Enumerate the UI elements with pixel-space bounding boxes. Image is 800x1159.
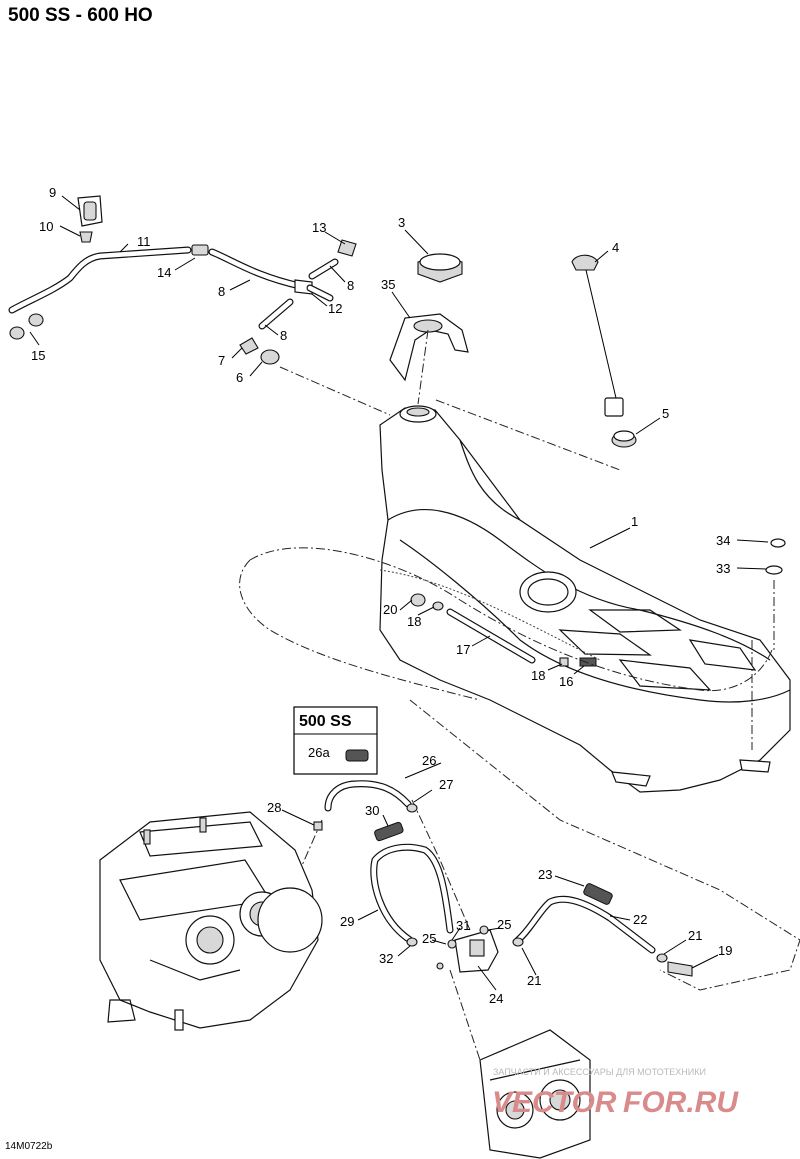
watermark-tagline: ЗАПЧАСТИ И АКСЕССУАРЫ ДЛЯ МОТОТЕХНИКИ — [493, 1067, 706, 1077]
callout-21b: 21 — [527, 973, 541, 988]
carburetor-illustration — [479, 1029, 591, 1159]
callout-1: 1 — [631, 514, 638, 529]
watermark-brand-part2: FOR.RU — [623, 1086, 739, 1119]
callout-30: 30 — [365, 803, 379, 818]
callout-31: 31 — [456, 918, 470, 933]
callout-25a: 25 — [422, 931, 436, 946]
leader-lines — [29, 195, 769, 991]
vent-line-assembly — [8, 195, 357, 365]
callout-labels: 9 10 11 14 8 13 8 12 8 7 6 15 3 35 4 5 1… — [31, 185, 732, 1006]
callout-21a: 21 — [688, 928, 702, 943]
callout-8b: 8 — [347, 278, 354, 293]
callout-24: 24 — [489, 991, 503, 1006]
engine-illustration — [99, 811, 323, 1031]
callout-7: 7 — [218, 353, 225, 368]
callout-23: 23 — [538, 867, 552, 882]
washer-34 — [770, 538, 786, 548]
callout-13: 13 — [312, 220, 326, 235]
watermark-brand-part1: VECTOR — [492, 1086, 617, 1119]
callout-18a: 18 — [407, 614, 421, 629]
callout-27: 27 — [439, 777, 453, 792]
callout-35: 35 — [381, 277, 395, 292]
washer-33 — [765, 565, 783, 575]
cap-and-gauge — [389, 253, 637, 448]
callout-26a: 26a — [308, 745, 330, 760]
callout-6: 6 — [236, 370, 243, 385]
callout-4: 4 — [612, 240, 619, 255]
callout-26: 26 — [422, 753, 436, 768]
tank-fittings — [410, 538, 786, 667]
callout-15: 15 — [31, 348, 45, 363]
callout-5: 5 — [662, 406, 669, 421]
watermark: ЗАПЧАСТИ И АКСЕССУАРЫ ДЛЯ МОТОТЕХНИКИ VE… — [492, 1067, 739, 1119]
fuel-hose-assembly — [313, 780, 693, 977]
callout-8a: 8 — [218, 284, 225, 299]
callout-25b: 25 — [497, 917, 511, 932]
callout-10: 10 — [39, 219, 53, 234]
callout-28: 28 — [267, 800, 281, 815]
callout-20: 20 — [383, 602, 397, 617]
callout-34: 34 — [716, 533, 730, 548]
variant-box: 500 SS 26a — [293, 706, 378, 775]
callout-3: 3 — [398, 215, 405, 230]
callout-29: 29 — [340, 914, 354, 929]
callout-33: 33 — [716, 561, 730, 576]
callout-19: 19 — [718, 943, 732, 958]
callout-12: 12 — [328, 301, 342, 316]
figure-code: 14M0722b — [5, 1141, 53, 1152]
callout-22: 22 — [633, 912, 647, 927]
callout-16: 16 — [559, 674, 573, 689]
callout-17: 17 — [456, 642, 470, 657]
callout-18b: 18 — [531, 668, 545, 683]
variant-title: 500 SS — [299, 713, 352, 730]
callout-11: 11 — [137, 234, 151, 249]
page-title: 500 SS - 600 HO — [8, 5, 153, 26]
callout-8c: 8 — [280, 328, 287, 343]
callout-32: 32 — [379, 951, 393, 966]
fuel-tank — [379, 405, 791, 793]
callout-14: 14 — [157, 265, 171, 280]
callout-9: 9 — [49, 185, 56, 200]
